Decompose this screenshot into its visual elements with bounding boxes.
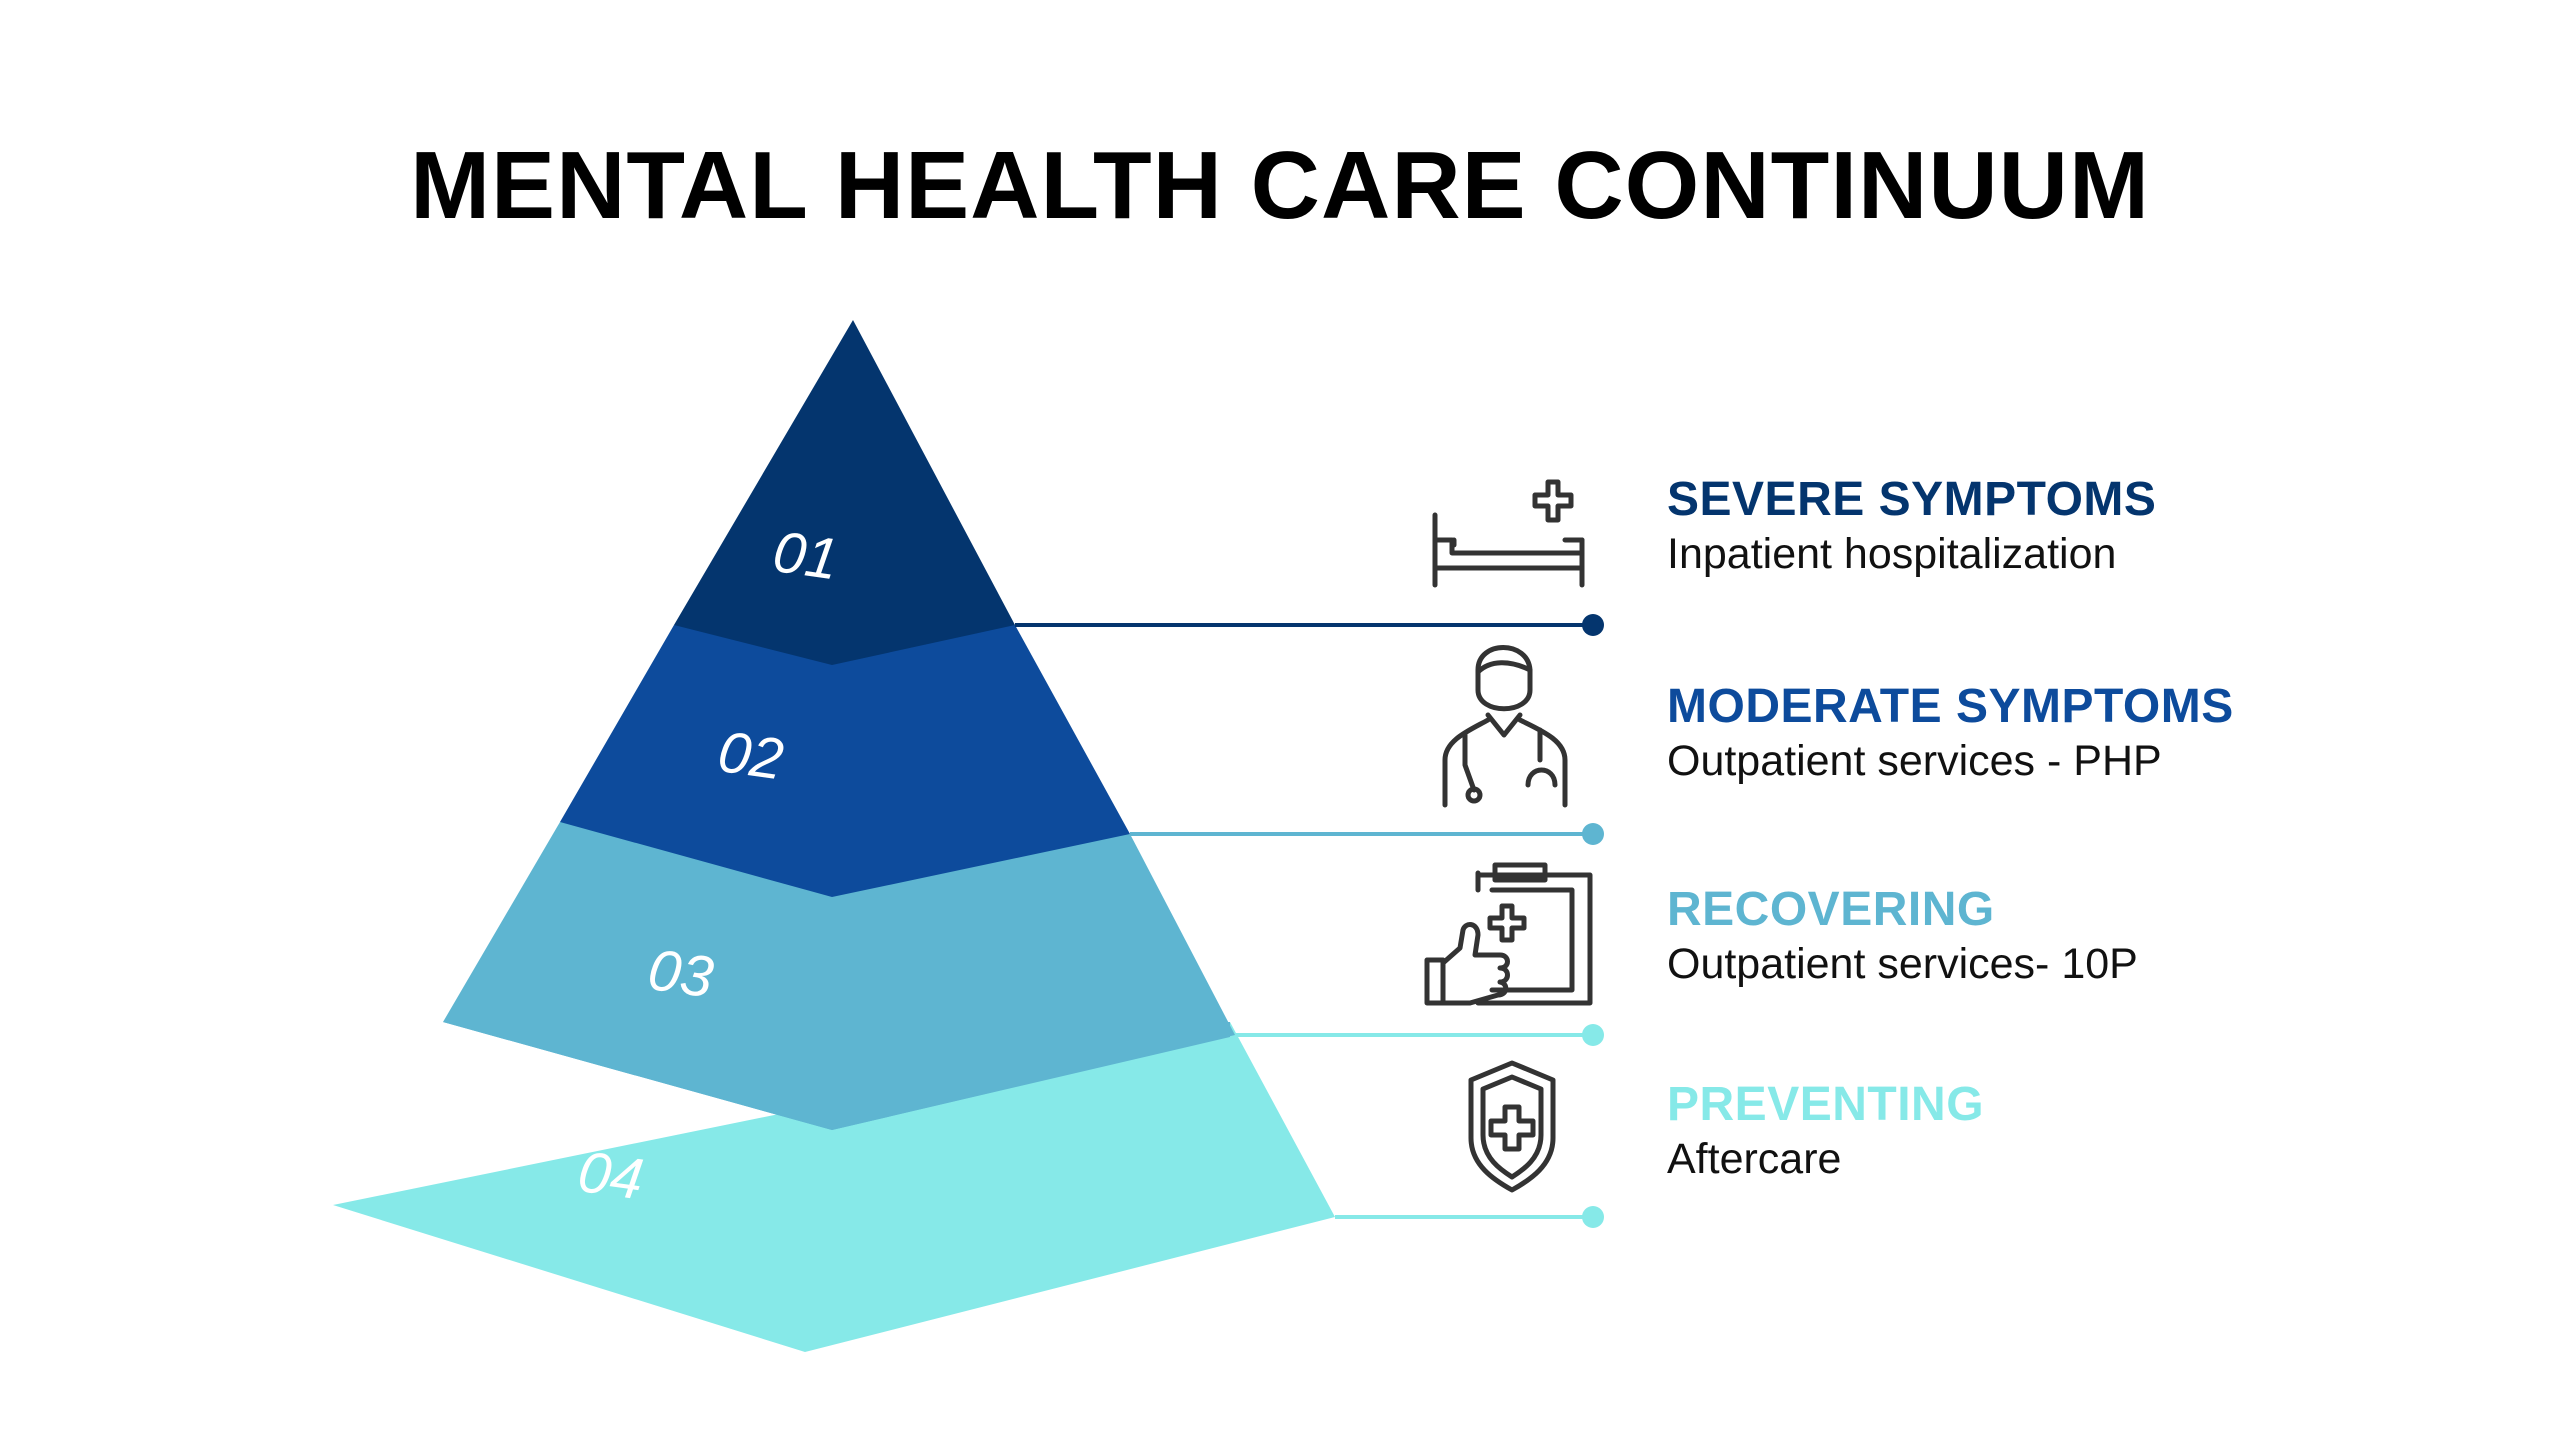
tier-description-03: Outpatient services- 10P [1667,940,2138,988]
pyramid [333,320,1335,1352]
tier-label-04: PREVENTING Aftercare [1667,1078,1984,1183]
pyramid-layer-04 [333,1022,1335,1352]
tier-number-03: 03 [644,937,717,1010]
connector-dot-03 [1582,1024,1604,1046]
tier-description-02: Outpatient services - PHP [1667,737,2162,785]
tier-heading-03: RECOVERING [1667,883,1995,936]
tier-label-02: MODERATE SYMPTOMS Outpatient services - … [1667,680,2234,785]
connectors [1015,614,1604,1228]
medical-shield-icon [1468,1060,1556,1193]
tier-heading-02: MODERATE SYMPTOMS [1667,680,2234,733]
tier-description-04: Aftercare [1667,1135,1841,1183]
connector-dot-02 [1582,823,1604,845]
pyramid-layer-03-body [443,822,1235,1130]
tier-label-03: RECOVERING Outpatient services- 10P [1667,883,2138,988]
pyramid-layer-01 [674,320,1015,665]
connector-dot-04 [1582,1206,1604,1228]
tier-number-02: 02 [714,719,787,792]
tier-description-01: Inpatient hospitalization [1667,530,2116,578]
hospital-bed-icon [1432,479,1585,588]
doctor-icon [1442,645,1568,808]
tier-heading-04: PREVENTING [1667,1078,1984,1131]
tier-number-04: 04 [574,1139,647,1212]
clipboard-thumbs-up-icon [1424,862,1593,1006]
tier-heading-01: SEVERE SYMPTOMS [1667,473,2156,526]
tier-label-01: SEVERE SYMPTOMS Inpatient hospitalizatio… [1667,473,2156,578]
pyramid-layer-02 [560,625,1130,897]
page-title: MENTAL HEALTH CARE CONTINUUM [410,132,2150,239]
connector-dot-01 [1582,614,1604,636]
tier-number-01: 01 [769,519,842,592]
